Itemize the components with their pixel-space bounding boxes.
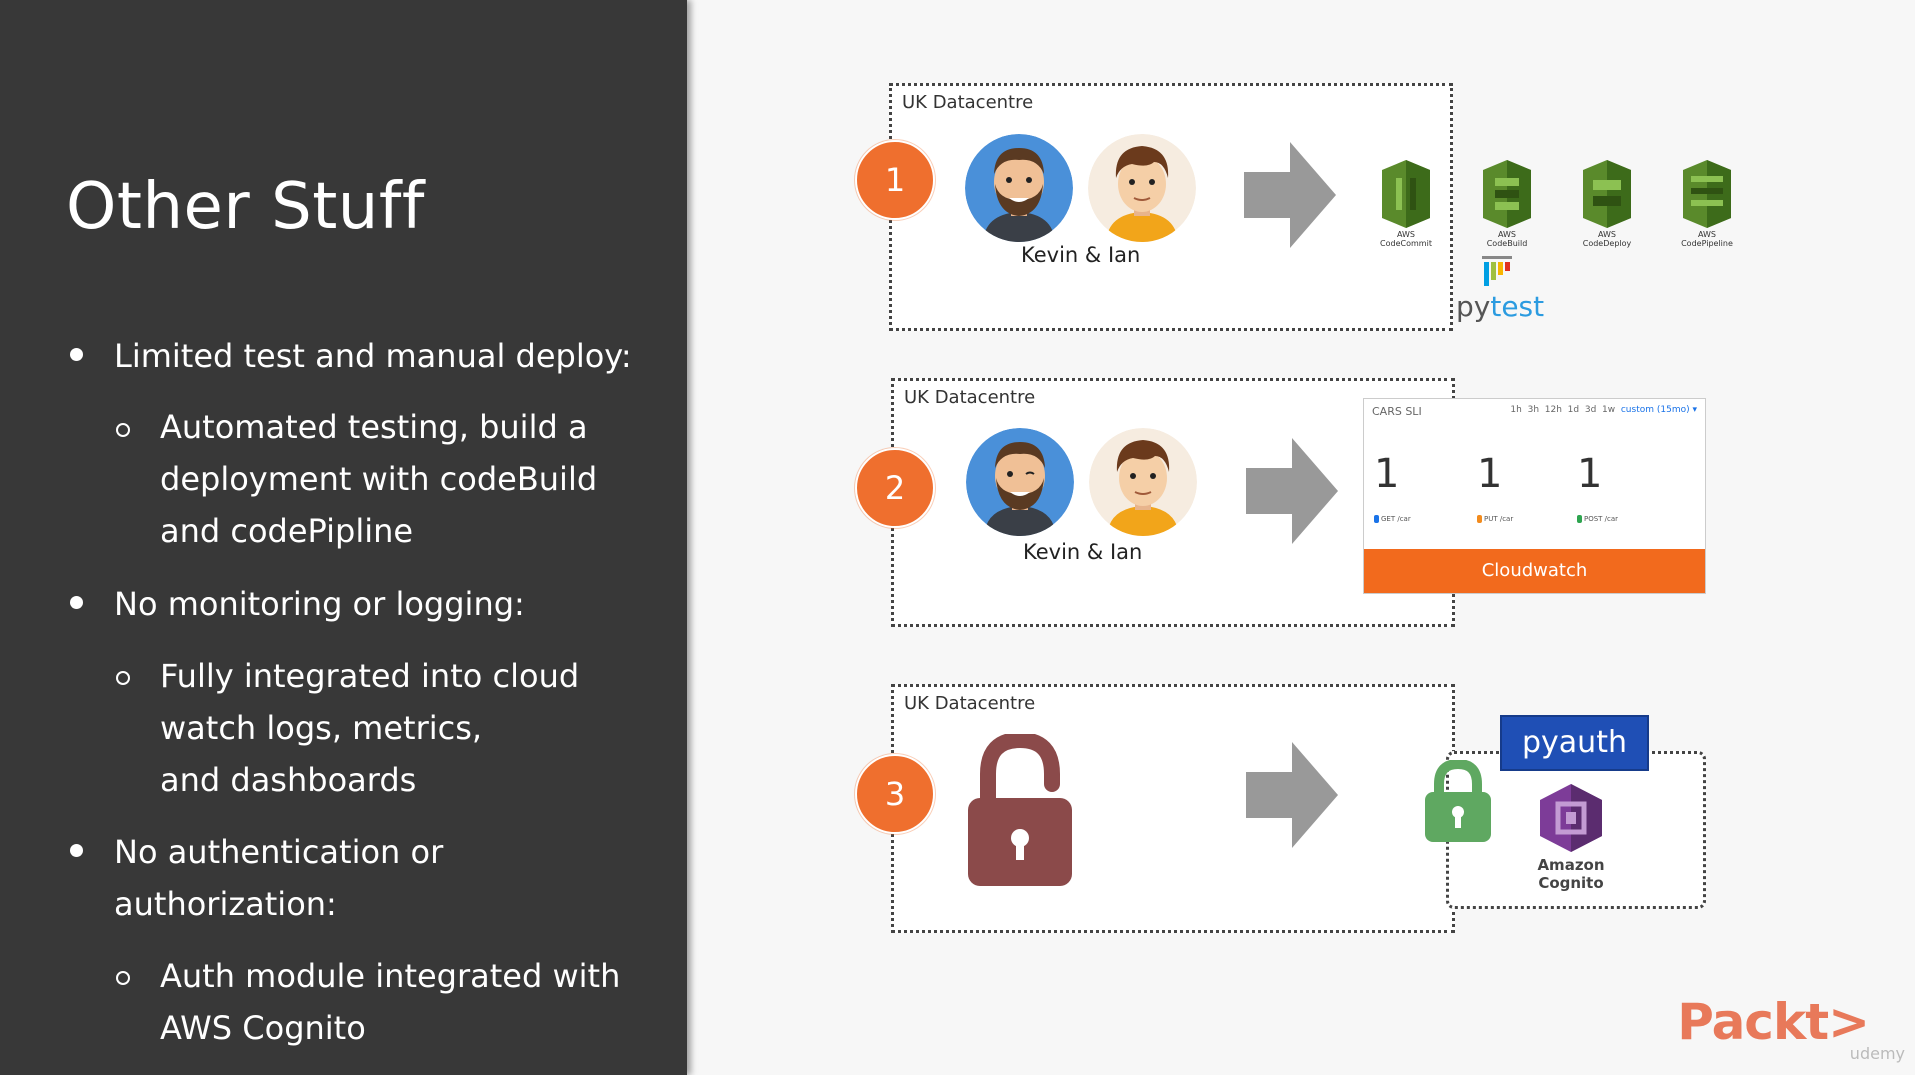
arrow-right-icon	[1246, 438, 1338, 544]
diagram-area: UK Datacentre 1 Kevin & Ian	[687, 0, 1915, 1075]
arrow-right-icon	[1246, 742, 1338, 848]
panel-label: UK Datacentre	[904, 693, 1036, 714]
aws-codedeploy: AWS CodeDeploy	[1573, 160, 1641, 248]
aws-codepipeline-icon	[1683, 160, 1731, 228]
step-number-1: 1	[855, 140, 935, 220]
packt-logo: Packt>	[1677, 993, 1870, 1051]
bullet-dot	[70, 596, 83, 609]
metric-label: GET /car	[1374, 515, 1411, 523]
aws-codecommit: AWS CodeCommit	[1372, 160, 1440, 248]
udemy-watermark: udemy	[1849, 1044, 1905, 1063]
people-name: Kevin & Ian	[1021, 243, 1141, 267]
aws-codebuild: AWS CodeBuild	[1473, 160, 1541, 248]
aws-codecommit-icon	[1382, 160, 1430, 228]
amazon-cognito-icon	[1540, 784, 1602, 852]
aws-codebuild-icon	[1483, 160, 1531, 228]
metric-label: POST /car	[1577, 515, 1618, 523]
metric-value: 1	[1577, 451, 1603, 497]
metric-value: 1	[1374, 451, 1400, 497]
metric-label: PUT /car	[1477, 515, 1513, 523]
bullet-2: No monitoring or logging:	[114, 585, 525, 623]
avatar-kevin	[966, 428, 1074, 536]
avatar-ian	[1089, 428, 1197, 536]
bullet-dot	[70, 844, 83, 857]
slide-title: Other Stuff	[66, 170, 425, 244]
arrow-right-icon	[1244, 142, 1336, 248]
avatar-ian	[1088, 134, 1196, 242]
cloudwatch-caption: Cloudwatch	[1364, 549, 1705, 593]
step-number-2: 2	[855, 448, 935, 528]
step-number-3: 3	[855, 754, 935, 834]
locked-padlock-icon	[1425, 760, 1491, 842]
sub-bullet-2: Fully integrated into cloud watch logs, …	[160, 657, 580, 799]
cloudwatch-dashboard: CARS SLI 1h 3h 12h 1d 3d 1w custom (15mo…	[1363, 398, 1706, 594]
sub-bullet-1: Automated testing, build a deployment wi…	[160, 408, 598, 550]
sub-bullet-3: Auth module integrated with AWS Cognito	[160, 957, 621, 1047]
pytest-logo-icon	[1482, 256, 1512, 286]
avatar-kevin	[965, 134, 1073, 242]
panel-label: UK Datacentre	[902, 92, 1034, 113]
pytest-logo: pytest	[1456, 290, 1545, 323]
aws-codedeploy-icon	[1583, 160, 1631, 228]
aws-codepipeline: AWS CodePipeline	[1673, 160, 1741, 248]
sub-bullet-circle	[116, 671, 130, 685]
amazon-cognito-label: Amazon Cognito	[1537, 856, 1605, 892]
time-range-selector[interactable]: 1h 3h 12h 1d 3d 1w custom (15mo) ▾	[1510, 405, 1697, 415]
bullet-1: Limited test and manual deploy:	[114, 337, 632, 375]
unlocked-padlock-icon	[968, 734, 1072, 886]
bullet-dot	[70, 348, 83, 361]
pyauth-label: pyauth	[1500, 715, 1649, 771]
metric-value: 1	[1477, 451, 1503, 497]
sub-bullet-circle	[116, 423, 130, 437]
people-name: Kevin & Ian	[1023, 540, 1143, 564]
sub-bullet-circle	[116, 971, 130, 985]
panel-label: UK Datacentre	[904, 387, 1036, 408]
panel-3: UK Datacentre	[891, 684, 1455, 933]
bullet-3: No authentication or authorization:	[114, 833, 444, 923]
left-panel: Other Stuff Limited test and manual depl…	[0, 0, 687, 1075]
dashboard-title: CARS SLI	[1372, 405, 1422, 418]
